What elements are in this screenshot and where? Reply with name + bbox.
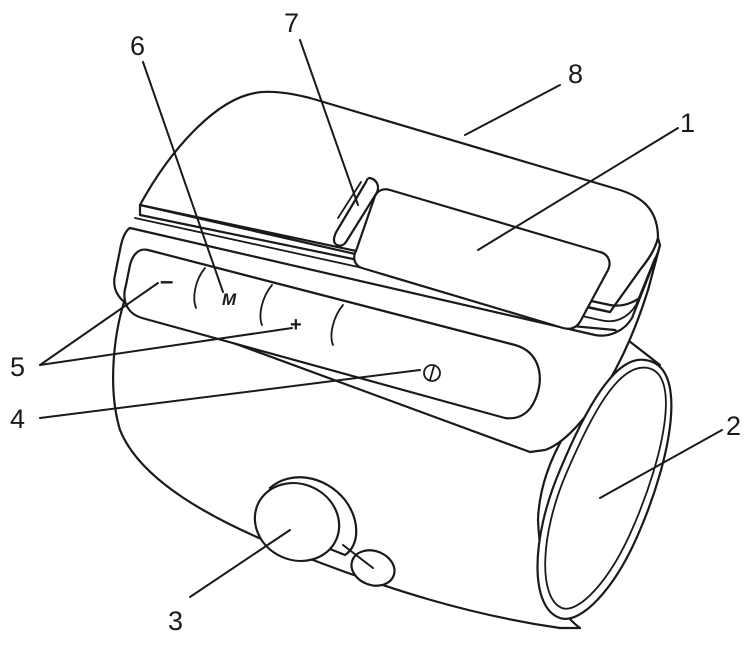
memory-button-label[interactable]: M: [222, 290, 237, 309]
separator-1: [193, 267, 206, 309]
callout-3: 3: [168, 606, 183, 636]
power-icon[interactable]: [423, 364, 441, 382]
callout-2: 2: [726, 411, 741, 441]
front-face: [138, 203, 662, 314]
plus-button-label[interactable]: +: [290, 314, 302, 336]
leader-1: [477, 127, 679, 251]
leader-5a: [39, 282, 159, 366]
leader-6: [142, 61, 224, 293]
callout-4: 4: [10, 404, 25, 434]
separator-3: [330, 304, 344, 346]
leader-3b: [342, 544, 374, 569]
leader-3: [189, 529, 291, 598]
indicator-light-inner: [337, 181, 362, 219]
callout-6: 6: [130, 31, 145, 61]
callout-5: 5: [10, 352, 25, 382]
leader-8: [464, 84, 561, 136]
leader-5b: [39, 327, 293, 366]
callout-8: 8: [568, 59, 583, 89]
leader-2: [599, 429, 723, 499]
cuff: [536, 358, 673, 620]
callout-7: 7: [284, 8, 299, 38]
air-connector-knob: [253, 481, 341, 563]
callout-1: 1: [680, 108, 695, 138]
leader-4: [39, 369, 421, 419]
leader-7: [299, 39, 359, 206]
cuff-inner-ring: [544, 366, 667, 610]
indicator-light: [332, 176, 380, 247]
minus-button-label[interactable]: –: [160, 268, 173, 295]
separator-2: [259, 284, 273, 326]
